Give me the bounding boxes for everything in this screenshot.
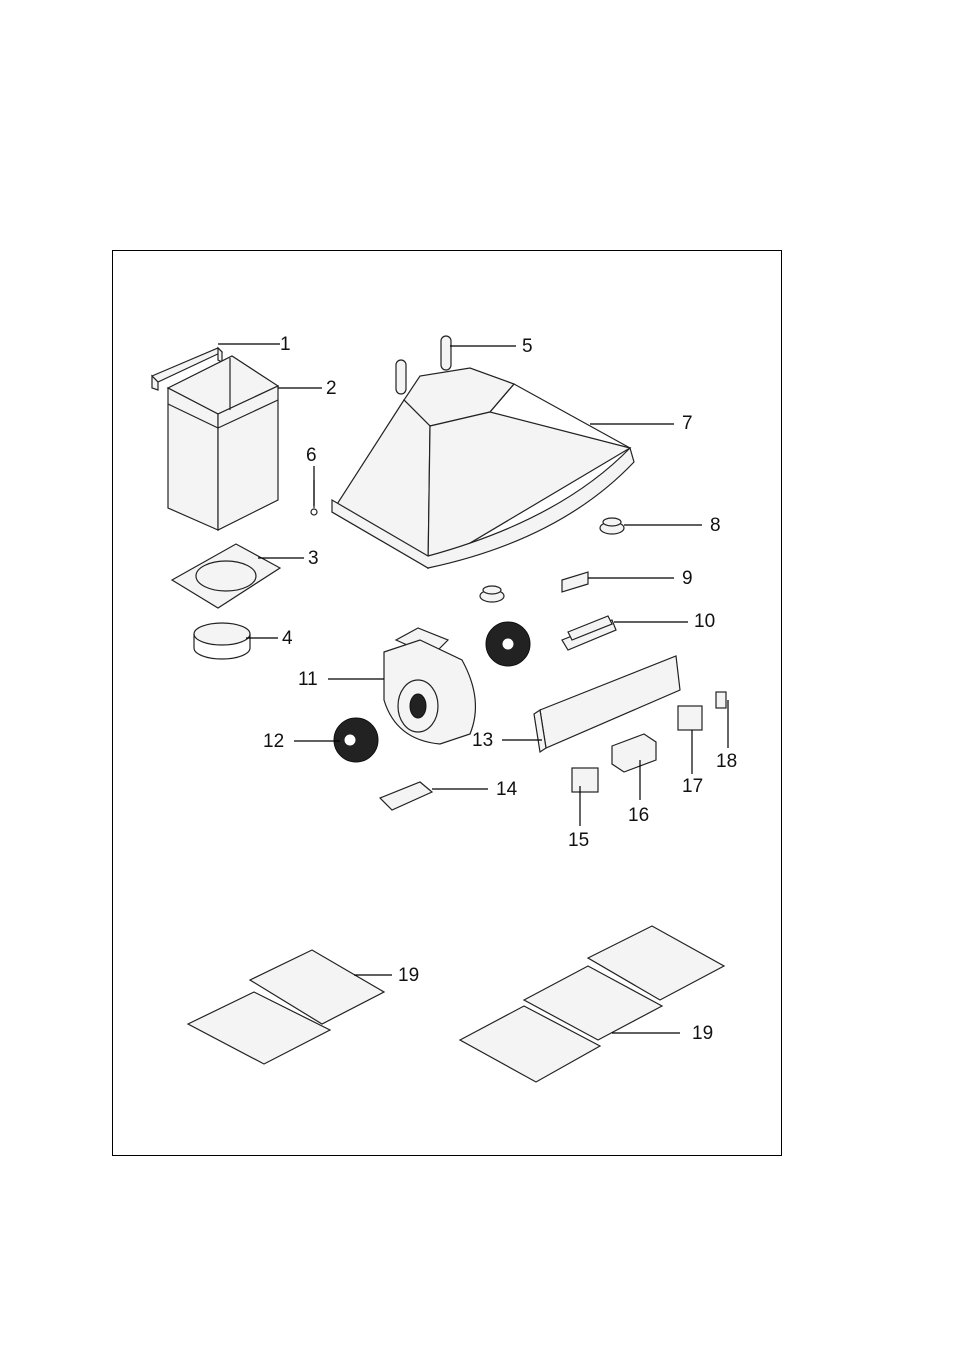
part-knob-2 [480,586,504,602]
callout-6: 6 [306,446,317,465]
callout-19-left: 19 [398,966,419,985]
part-4-ring [194,623,250,659]
callout-15: 15 [568,831,589,850]
callout-3: 3 [308,549,319,568]
part-3-plate [172,544,280,608]
callout-19-right: 19 [692,1024,713,1043]
part-14-bracket [380,782,432,810]
part-2-chimney [168,356,278,530]
callout-11: 11 [298,670,318,689]
callout-2: 2 [326,379,337,398]
part-17-transformer [678,706,702,730]
part-fan-wheel-upper [486,622,530,666]
part-19-filters-left [188,950,384,1064]
part-11-blower [384,628,475,744]
part-16-control-box [612,734,656,772]
callout-12: 12 [263,732,284,751]
callout-1: 1 [280,335,291,354]
callout-13: 13 [472,731,493,750]
callout-9: 9 [682,569,693,588]
callout-18: 18 [716,752,737,771]
callout-4: 4 [282,629,293,648]
callout-10: 10 [694,612,715,631]
callout-16: 16 [628,806,649,825]
callout-5: 5 [522,337,533,356]
part-13-rail [534,656,680,752]
part-19-filters-right [460,926,724,1082]
part-8-knob [600,518,624,534]
callout-8: 8 [710,516,721,535]
callout-7: 7 [682,414,693,433]
part-15-transformer [572,768,598,792]
part-10-light-housing [562,616,616,650]
callout-17: 17 [682,777,703,796]
callout-14: 14 [496,780,517,799]
part-9-switch [562,572,588,592]
part-12-fan-wheel [334,718,378,762]
part-18-clip [716,692,726,708]
part-7-hood [332,368,634,568]
